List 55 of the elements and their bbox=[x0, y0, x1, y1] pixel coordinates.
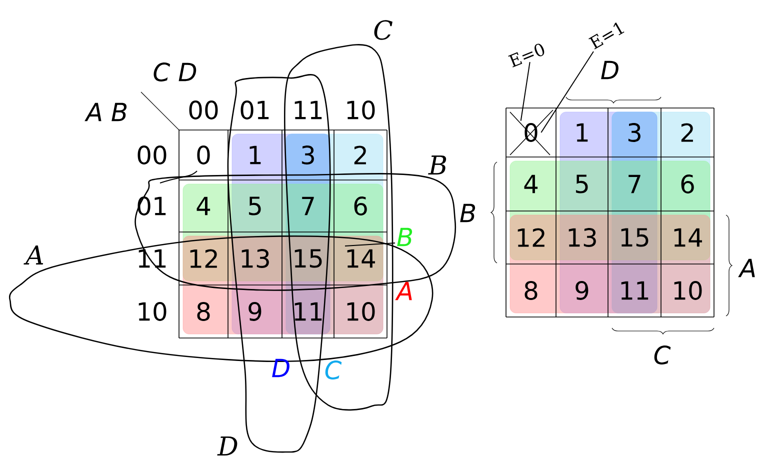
variable-label: D bbox=[601, 60, 618, 80]
cell-number: 2 bbox=[681, 123, 693, 142]
handwritten-note: E=0 bbox=[508, 44, 544, 68]
leader-line bbox=[520, 62, 530, 122]
cell-number: 13 bbox=[242, 249, 269, 268]
handwritten-letter: D bbox=[217, 436, 238, 456]
cell-number: 15 bbox=[621, 228, 648, 247]
cell-number: 5 bbox=[576, 174, 588, 194]
handwritten-note: E=1 bbox=[588, 22, 624, 50]
cell-number: 1 bbox=[250, 146, 261, 164]
axis-title: C D bbox=[154, 62, 196, 82]
column-header: 10 bbox=[347, 100, 375, 120]
variable-label: C bbox=[325, 360, 342, 380]
cell-number: 10 bbox=[347, 302, 375, 321]
cell-number: 7 bbox=[302, 196, 314, 216]
handwritten-letter: A bbox=[24, 246, 44, 264]
cell-number: 11 bbox=[294, 302, 322, 321]
column-header: 00 bbox=[189, 100, 218, 120]
cell-number: 2 bbox=[354, 146, 366, 164]
variable-label: D bbox=[272, 358, 290, 378]
row-header: 00 bbox=[138, 146, 166, 164]
variable-label: A bbox=[738, 258, 755, 278]
cell-number: 8 bbox=[197, 302, 210, 321]
leader-line bbox=[540, 50, 594, 133]
cell-number: 14 bbox=[674, 228, 702, 247]
cell-number: 6 bbox=[354, 196, 367, 216]
handwritten-letter: B bbox=[428, 156, 446, 174]
cell-number: 15 bbox=[294, 249, 322, 268]
axis-title: A B bbox=[84, 102, 127, 122]
cell-number: 4 bbox=[196, 196, 210, 216]
variable-label: A bbox=[395, 282, 412, 300]
row-header: 10 bbox=[138, 302, 166, 321]
column-header: 11 bbox=[294, 100, 322, 120]
cell-number: 11 bbox=[621, 281, 648, 300]
cell-number: 1 bbox=[576, 123, 588, 142]
cell-number: 3 bbox=[628, 123, 640, 142]
cell-number: 3 bbox=[302, 146, 314, 164]
cell-number: 0 bbox=[197, 146, 210, 164]
cell-number: 9 bbox=[576, 281, 588, 300]
cell-number: 12 bbox=[190, 249, 217, 268]
cell-number: 10 bbox=[674, 281, 702, 300]
cell-number: 13 bbox=[568, 228, 596, 247]
cell-number: 6 bbox=[681, 174, 694, 194]
handwritten-letter: C bbox=[374, 20, 392, 40]
cell-number: 8 bbox=[524, 281, 538, 300]
cell-number: 7 bbox=[628, 174, 640, 194]
column-header: 01 bbox=[240, 100, 269, 120]
variable-label: B bbox=[460, 204, 476, 222]
cell-number: 12 bbox=[518, 228, 544, 247]
cell-number: 4 bbox=[524, 174, 538, 194]
variable-label: C bbox=[654, 346, 671, 364]
cell-number: 9 bbox=[248, 302, 262, 321]
cell-number: 14 bbox=[347, 249, 375, 268]
cell-number: 5 bbox=[248, 196, 261, 216]
variable-label: B bbox=[397, 228, 412, 246]
